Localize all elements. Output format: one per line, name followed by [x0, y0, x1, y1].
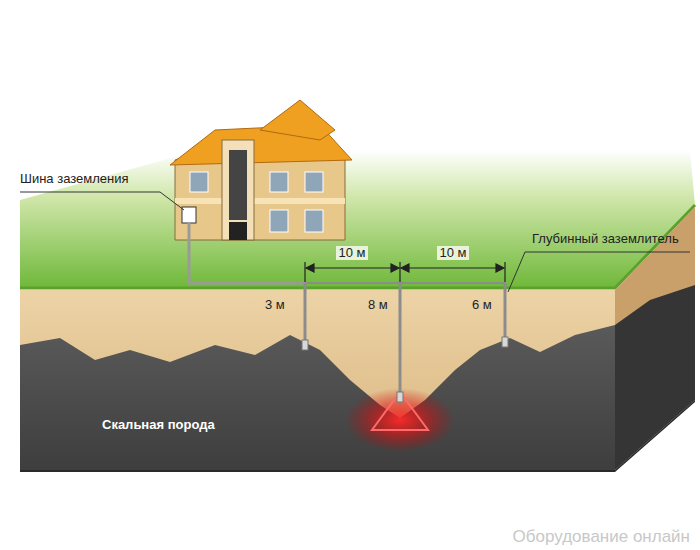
dimension-label: 8 м — [366, 298, 390, 312]
soil-front — [20, 290, 615, 470]
grass-surface — [20, 150, 695, 288]
ground-wire — [189, 223, 305, 283]
part-name: Скальная порода — [100, 418, 217, 432]
part-name: Глубинный заземлитель — [530, 232, 681, 246]
ground-rods — [305, 283, 505, 400]
watermark: Оборудование онлайн — [511, 528, 692, 547]
house — [170, 100, 352, 240]
dimension-label: 6 м — [470, 298, 494, 312]
discharge-glow — [345, 388, 455, 452]
part-name: Шина заземления — [18, 172, 131, 186]
dimension-label: 10 м — [437, 246, 468, 260]
discharge-triangle — [372, 392, 428, 430]
soil-side — [615, 207, 695, 470]
dimension-lines — [305, 262, 505, 282]
rock-front — [20, 325, 615, 470]
leader-line — [508, 252, 690, 292]
dimension-label: 10 м — [336, 246, 367, 260]
grass-edge — [20, 205, 695, 288]
dimension-label: 3 м — [263, 298, 287, 312]
leader-line — [20, 192, 184, 210]
rock-side — [615, 285, 695, 470]
rod-tips — [302, 337, 508, 402]
